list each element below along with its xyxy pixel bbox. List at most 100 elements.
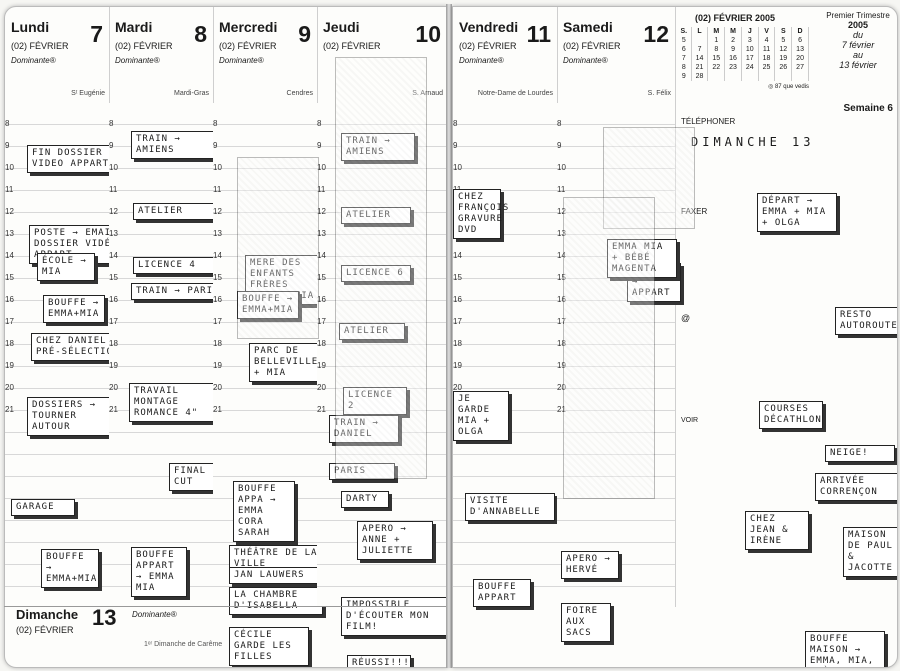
hour-label: 16 <box>109 295 118 304</box>
hour-label: 18 <box>557 339 566 348</box>
day-name: Samedi <box>563 19 613 35</box>
hour-label: 13 <box>213 229 222 238</box>
range-from: 7 février <box>841 40 875 50</box>
calendar-day-cell <box>774 72 793 81</box>
calendar-day-cell: 2 <box>724 36 742 45</box>
hour-label: 18 <box>213 339 222 348</box>
hour-label: 10 <box>453 163 462 172</box>
calendar-day-cell: 18 <box>758 54 776 63</box>
hour-label: 18 <box>109 339 118 348</box>
hour-label: 15 <box>5 273 14 282</box>
hour-label: 8 <box>453 119 458 128</box>
day-number: 10 <box>415 21 441 47</box>
door-sketch <box>335 57 427 479</box>
day-month: (02) FÉVRIER <box>323 41 381 51</box>
calendar-day-cell: 9 <box>724 45 742 54</box>
calendar-weekday: V <box>758 27 776 36</box>
note-tuesday: TRAIN → PARIS <box>131 283 225 300</box>
calendar-day-cell: 21 <box>691 63 709 72</box>
calendar-day-cell: 1 <box>707 36 726 45</box>
hour-label: 19 <box>557 361 566 370</box>
day-dominante: Dominante® <box>11 56 56 65</box>
ruled-lines <box>109 103 213 607</box>
calendar-day-cell: 6 <box>791 36 809 45</box>
note-monday: DOSSIERS → TOURNER AUTOUR <box>27 397 113 436</box>
hour-label: 14 <box>317 251 326 260</box>
note-tuesday: TRAIN → AMIENS <box>131 131 221 159</box>
note-thursday: LICENCE 2 <box>343 387 407 415</box>
telephoner-label: TÉLÉPHONER <box>681 117 736 126</box>
hour-label: 12 <box>213 207 222 216</box>
hour-label: 18 <box>5 339 14 348</box>
hour-label: 17 <box>5 317 14 326</box>
hour-label: 12 <box>109 207 118 216</box>
hour-label: 21 <box>109 405 118 414</box>
sunday-note: 1ᵉʳ Dimanche de Carême <box>144 641 223 648</box>
day-saint: Notre-Dame de Lourdes <box>477 90 553 97</box>
hour-label: 17 <box>317 317 326 326</box>
hour-label: 9 <box>453 141 458 150</box>
note-sunday: BOUFFE MAISON → EMMA, MIA, IRÈNE <box>805 631 885 667</box>
note-thursday: LICENCE 6 <box>341 265 411 282</box>
sunday-dominante: Dominante® <box>132 610 177 619</box>
calendar-day-cell <box>791 72 809 81</box>
note-sunday: NEIGE! <box>825 445 895 462</box>
note-tuesday: FINAL CUT <box>169 463 219 491</box>
ruled-lines <box>557 103 675 607</box>
hour-label: 8 <box>213 119 218 128</box>
doorway-sketch <box>603 127 695 229</box>
note-monday: GARAGE <box>11 499 75 516</box>
calendar-day-cell: 13 <box>791 45 809 54</box>
note-friday: VISITE D'ANNABELLE <box>465 493 555 521</box>
note-thursday: TRAIN → AMIENS <box>341 133 415 161</box>
hour-label: 18 <box>317 339 326 348</box>
hour-label: 17 <box>453 317 462 326</box>
hour-label: 15 <box>453 273 462 282</box>
note-thursday: PARIS <box>329 463 395 480</box>
note-monday: BOUFFE → EMMA+MIA <box>41 549 99 588</box>
hour-label: 16 <box>213 295 222 304</box>
hour-label: 20 <box>5 383 14 392</box>
note-tuesday: ATELIER <box>133 203 229 220</box>
note-wednesday: CÉCILE GARDE LES FILLES <box>229 627 309 666</box>
calendar-day-cell <box>741 72 759 81</box>
hour-label: 9 <box>109 141 114 150</box>
sunday-row: Dimanche 13 (02) FÉVRIER Dominante® 1ᵉʳ … <box>4 605 446 667</box>
calendar-weekday: M <box>707 27 726 36</box>
book-gutter <box>446 4 452 668</box>
calendar-day-cell: 24 <box>741 63 759 72</box>
note-monday: ÉCOLE → MIA <box>37 253 95 281</box>
calendar-weekday: M <box>724 27 742 36</box>
hour-label: 20 <box>453 383 462 392</box>
hour-label: 20 <box>317 383 326 392</box>
range-au: au <box>852 50 863 60</box>
hour-label: 11 <box>317 185 326 194</box>
calendar-day-cell: 3 <box>741 36 759 45</box>
hour-label: 13 <box>5 229 14 238</box>
note-thursday: DARTY <box>341 491 389 508</box>
note-saturday: FOIRE AUX SACS <box>561 603 611 642</box>
note-tuesday: BOUFFE APPART → EMMA MIA <box>131 547 187 597</box>
hour-label: 10 <box>213 163 222 172</box>
day-saint: Mardi-Gras <box>173 90 209 97</box>
calendar-day-cell: 5 <box>677 36 692 45</box>
day-number: 8 <box>194 21 207 47</box>
note-wednesday: BOUFFE → EMMA+MIA <box>237 291 299 319</box>
trimester-box: Premier Trimestre 2005 du 7 février au 1… <box>823 11 893 70</box>
calendar-day-cell: 5 <box>774 36 793 45</box>
hour-label: 14 <box>109 251 118 260</box>
hour-label: 12 <box>557 207 566 216</box>
note-thursday: APERO → ANNE + JULIETTE <box>357 521 433 560</box>
